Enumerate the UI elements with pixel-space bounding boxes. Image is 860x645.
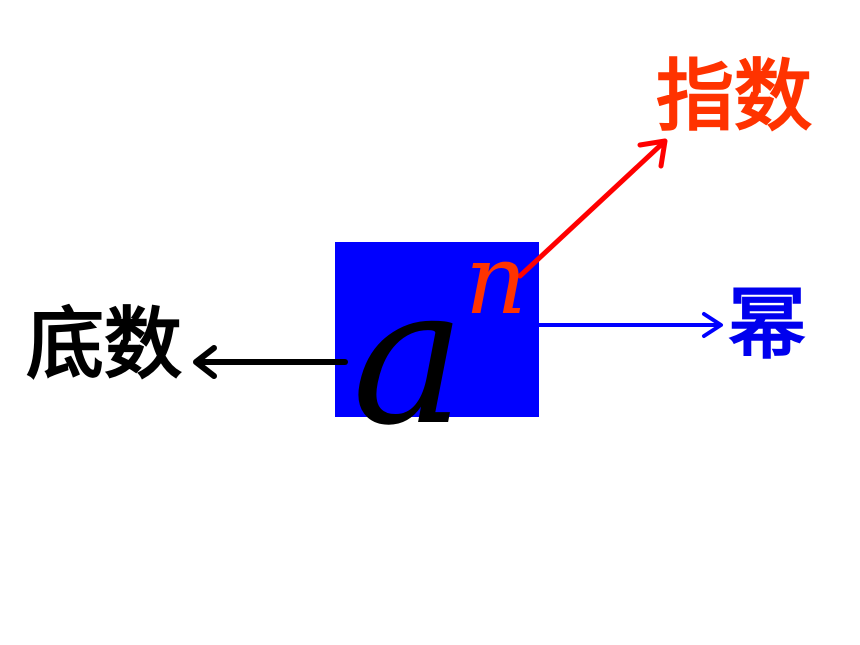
power-label: 幂 — [728, 280, 807, 370]
base-label: 底数 — [26, 300, 183, 390]
power-expression-box — [335, 242, 539, 417]
exponent-label: 指数 — [656, 52, 813, 142]
base-symbol: a — [352, 246, 466, 467]
arrow-to-exponent — [517, 138, 668, 279]
arrow-to-power — [537, 312, 723, 338]
arrow-to-base — [193, 345, 348, 379]
exponent-symbol: n — [465, 224, 527, 336]
